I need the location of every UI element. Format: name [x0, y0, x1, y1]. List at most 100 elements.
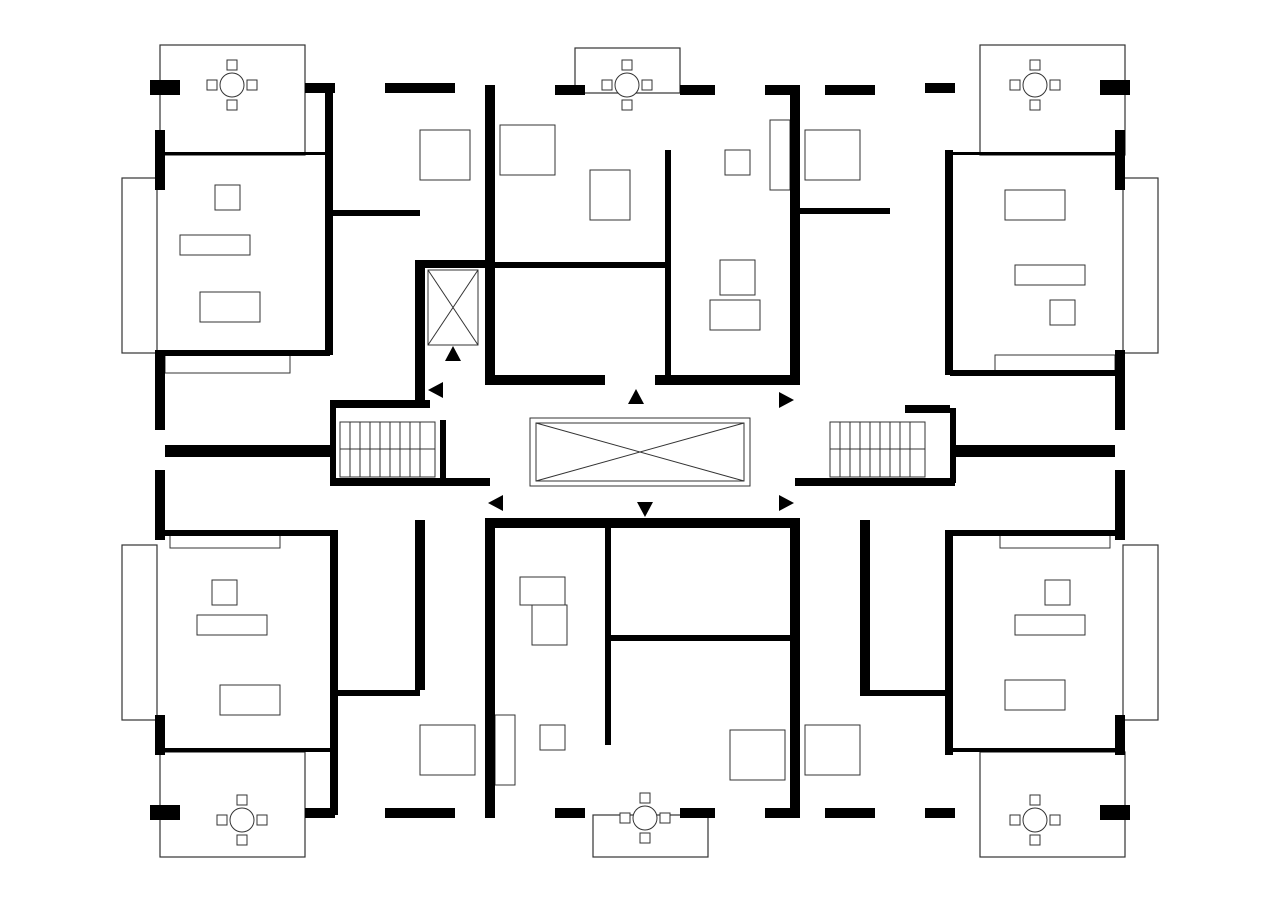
chair: [226, 59, 238, 71]
wall: [485, 262, 670, 268]
wall: [555, 85, 585, 95]
sofa-icon: [1014, 614, 1086, 636]
wall: [485, 375, 605, 385]
chair: [1029, 99, 1041, 111]
wall: [165, 748, 330, 752]
wall: [605, 635, 790, 641]
dining-table-icon: [1004, 679, 1066, 711]
wall: [165, 445, 330, 457]
wall: [440, 420, 446, 480]
wall: [385, 808, 455, 818]
entry-arrow-icon: [779, 495, 794, 511]
stair-icon: [339, 421, 436, 478]
wall: [765, 85, 795, 95]
wall: [485, 518, 495, 818]
bed-icon: [729, 729, 786, 781]
chair: [601, 79, 613, 91]
wall: [155, 715, 165, 755]
chair: [1049, 79, 1061, 91]
wall: [925, 808, 955, 818]
wall: [150, 805, 180, 820]
armchair: [1049, 299, 1076, 326]
wall: [1100, 80, 1130, 95]
dining-table-icon: [1004, 189, 1066, 221]
chair: [639, 832, 651, 844]
chair: [639, 792, 651, 804]
stair-icon: [829, 421, 926, 478]
wall: [555, 808, 585, 818]
sofa-icon: [494, 714, 516, 786]
wall: [330, 530, 338, 815]
wall: [825, 85, 875, 95]
entry-arrow-icon: [445, 346, 461, 361]
chair: [256, 814, 268, 826]
wall: [860, 520, 870, 690]
sofa-icon: [1014, 264, 1086, 286]
wall: [790, 518, 800, 818]
wall: [415, 520, 425, 690]
chair: [226, 99, 238, 111]
entry-arrow-icon: [488, 495, 503, 511]
wall: [950, 530, 1115, 536]
sofa-icon: [196, 614, 268, 636]
dining-table-icon: [219, 684, 281, 716]
wall: [945, 150, 953, 375]
chair: [641, 79, 653, 91]
balcony: [979, 44, 1126, 156]
wall: [330, 408, 336, 483]
balcony: [159, 751, 306, 858]
chair: [246, 79, 258, 91]
wall: [680, 808, 715, 818]
wall: [325, 90, 333, 355]
wall: [950, 748, 1115, 752]
balcony: [121, 544, 158, 721]
dining-table-icon: [199, 291, 261, 323]
core: [339, 269, 926, 487]
entry-arrows: [428, 346, 794, 517]
wall: [680, 85, 715, 95]
chair: [1029, 834, 1041, 846]
wall: [425, 260, 485, 268]
chair: [1029, 794, 1041, 806]
dining-table-icon: [531, 604, 568, 646]
entry-arrow-icon: [428, 382, 443, 398]
wall: [905, 405, 950, 413]
wall: [790, 85, 800, 385]
sofa-icon: [179, 234, 251, 256]
wall: [165, 152, 325, 155]
chair: [236, 834, 248, 846]
balcony: [979, 751, 1126, 858]
bed-icon: [419, 129, 471, 181]
wall: [1115, 470, 1125, 540]
wall: [950, 408, 956, 483]
walls: [150, 80, 1130, 820]
bed-icon: [804, 724, 861, 776]
chair: [236, 794, 248, 806]
wall: [165, 350, 330, 356]
wall: [155, 130, 165, 190]
wall: [150, 80, 180, 95]
kitchen-counter: [164, 354, 291, 374]
dining-table-icon: [719, 259, 756, 296]
wall: [945, 530, 953, 755]
entry-arrow-icon: [637, 502, 653, 517]
entry-arrow-icon: [779, 392, 794, 408]
wall: [825, 808, 875, 818]
wall: [330, 400, 430, 408]
light-well: [529, 417, 751, 487]
wall: [1115, 715, 1125, 755]
wall: [765, 808, 795, 818]
wall: [485, 85, 495, 385]
wall: [950, 152, 1115, 155]
wall: [330, 210, 420, 216]
wall: [605, 525, 611, 745]
chair: [1029, 59, 1041, 71]
wall: [655, 375, 795, 385]
dining-table-icon: [229, 807, 255, 833]
elevator-icon: [427, 269, 479, 346]
chair: [621, 59, 633, 71]
dining-table-icon: [614, 72, 640, 98]
wall: [415, 260, 425, 405]
chair: [1049, 814, 1061, 826]
